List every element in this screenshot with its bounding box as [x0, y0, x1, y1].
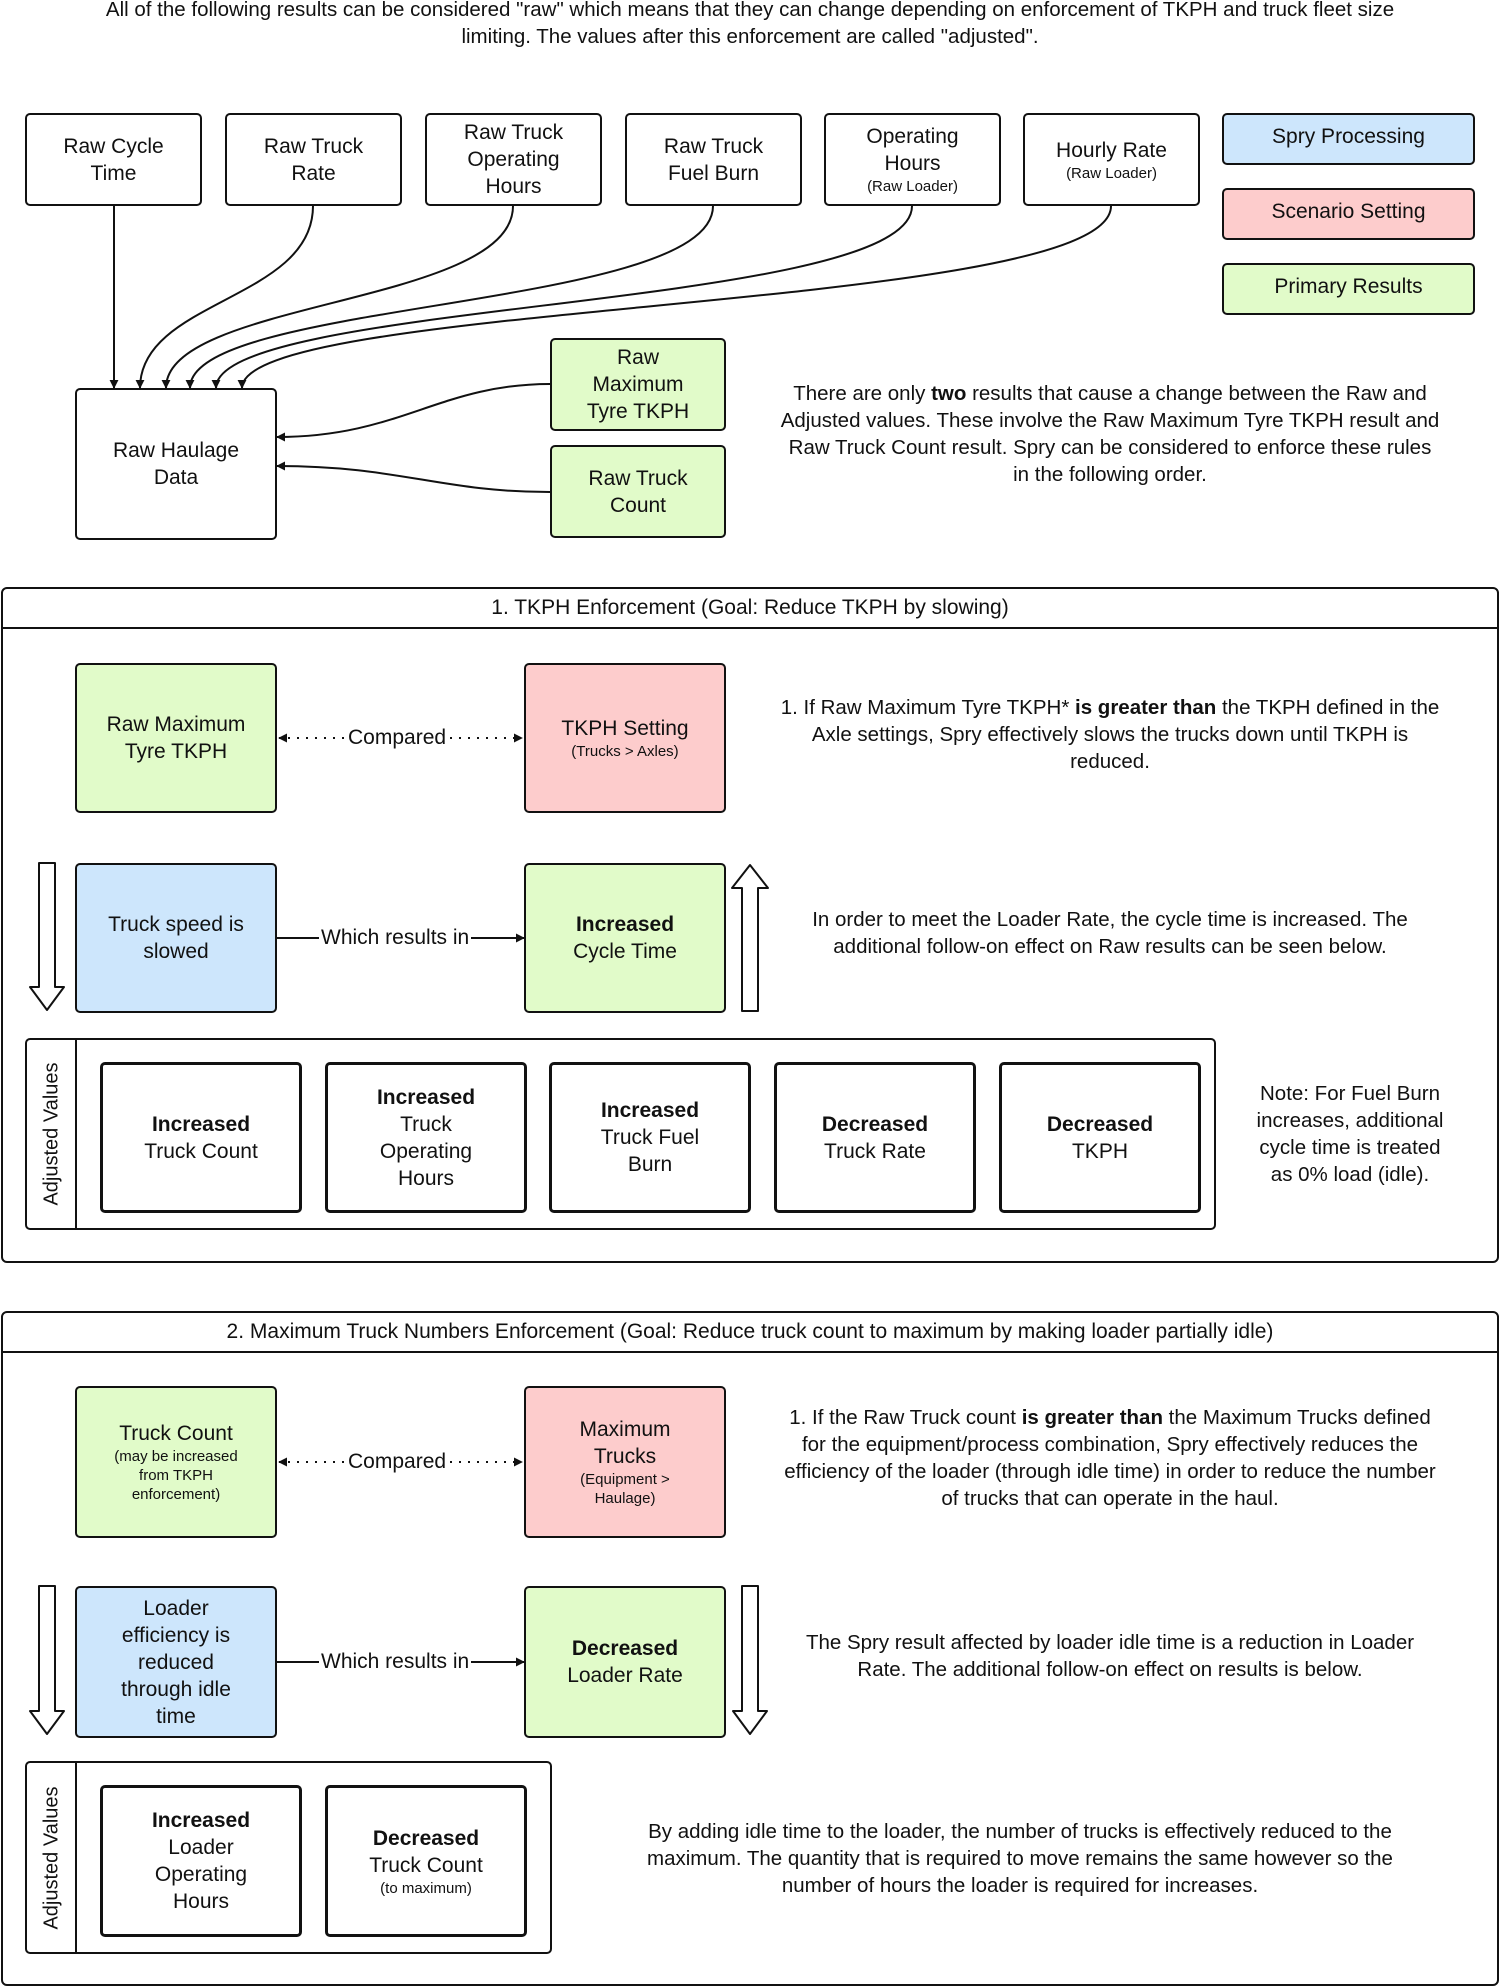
raw-truck-rate-node: Raw Truck Rate	[225, 113, 402, 206]
closing-note: By adding idle time to the loader, the n…	[647, 1820, 1393, 1897]
s2-rule-text: 1. If the Raw Truck count is greater tha…	[784, 1406, 1436, 1510]
loader-efficiency-reduced-node: Loader efficiency is reduced through idl…	[75, 1586, 277, 1738]
intro-line-2: limiting. The values after this enforcem…	[461, 25, 1039, 48]
s1-effect-note: In order to meet the Loader Rate, the cy…	[812, 908, 1408, 958]
two-results-note: There are only two results that cause a …	[780, 382, 1440, 486]
truck-speed-slowed-node: Truck speed is slowed	[75, 863, 277, 1013]
adjusted-increased-truck-fuel-burn: Increased Truck Fuel Burn	[549, 1062, 751, 1213]
legend-spry-processing: Spry Processing	[1222, 113, 1475, 165]
raw-cycle-time-node: Raw Cycle Time	[25, 113, 202, 206]
increased-cycle-time-node: Increased Cycle Time	[524, 863, 726, 1013]
s1-compared-label: Compared	[346, 725, 449, 751]
intro-line-1: All of the following results can be cons…	[105, 0, 1395, 21]
s1-adjusted-values-label: Adjusted Values	[40, 1062, 63, 1206]
legend-scenario-setting: Scenario Setting	[1222, 188, 1475, 240]
s2-effect-note: The Spry result affected by loader idle …	[805, 1631, 1415, 1681]
adjusted-increased-truck-count: Increased Truck Count	[100, 1062, 302, 1213]
edge-tkph-to-haulage	[276, 383, 551, 442]
decreased-loader-rate-node: Decreased Loader Rate	[524, 1586, 726, 1738]
adjusted-decreased-tkph: Decreased TKPH	[999, 1062, 1201, 1213]
tkph-setting-node: TKPH Setting (Trucks > Axles)	[524, 663, 726, 813]
raw-truck-count-node: Raw Truck Count	[550, 445, 726, 538]
tkph-enforcement-title: 1. TKPH Enforcement (Goal: Reduce TKPH b…	[3, 589, 1497, 629]
adjusted-increased-truck-operating-hours: Increased Truck Operating Hours	[325, 1062, 527, 1213]
adjusted-increased-loader-operating-hours: Increased Loader Operating Hours	[100, 1785, 302, 1937]
s1-rule-text: 1. If Raw Maximum Tyre TKPH* is greater …	[780, 696, 1440, 773]
s2-compared-label: Compared	[346, 1449, 449, 1475]
fuel-burn-note: Note: For Fuel Burn increases, additiona…	[1256, 1082, 1444, 1186]
raw-truck-fuel-burn-node: Raw Truck Fuel Burn	[625, 113, 802, 206]
raw-haulage-data-node: Raw Haulage Data	[75, 388, 277, 540]
maximum-trucks-node: Maximum Trucks (Equipment > Haulage)	[524, 1386, 726, 1538]
edge-truck-rate-to-haulage	[135, 205, 314, 389]
edge-operating-hours-to-haulage	[161, 205, 514, 389]
s2-adjusted-values-label: Adjusted Values	[40, 1785, 63, 1930]
raw-maximum-tyre-tkph-node: Raw Maximum Tyre TKPH	[550, 338, 726, 431]
legend-primary-results: Primary Results	[1222, 263, 1475, 315]
s2-truck-count-node: Truck Count (may be increased from TKPH …	[75, 1386, 277, 1538]
intro-text: All of the following results can be cons…	[0, 0, 1500, 50]
operating-hours-raw-loader-node: Operating Hours (Raw Loader)	[824, 113, 1001, 206]
s2-which-results-label: Which results in	[319, 1649, 472, 1675]
raw-truck-operating-hours-node: Raw Truck Operating Hours	[425, 113, 602, 206]
edge-truck-count-to-haulage	[276, 461, 551, 493]
s1-which-results-label: Which results in	[319, 925, 472, 951]
truck-numbers-enforcement-title: 2. Maximum Truck Numbers Enforcement (Go…	[3, 1313, 1497, 1353]
s1-raw-maximum-tyre-tkph-node: Raw Maximum Tyre TKPH	[75, 663, 277, 813]
hourly-rate-raw-loader-node: Hourly Rate (Raw Loader)	[1023, 113, 1200, 206]
adjusted-decreased-truck-rate: Decreased Truck Rate	[774, 1062, 976, 1213]
adjusted-decreased-truck-count: Decreased Truck Count (to maximum)	[325, 1785, 527, 1937]
